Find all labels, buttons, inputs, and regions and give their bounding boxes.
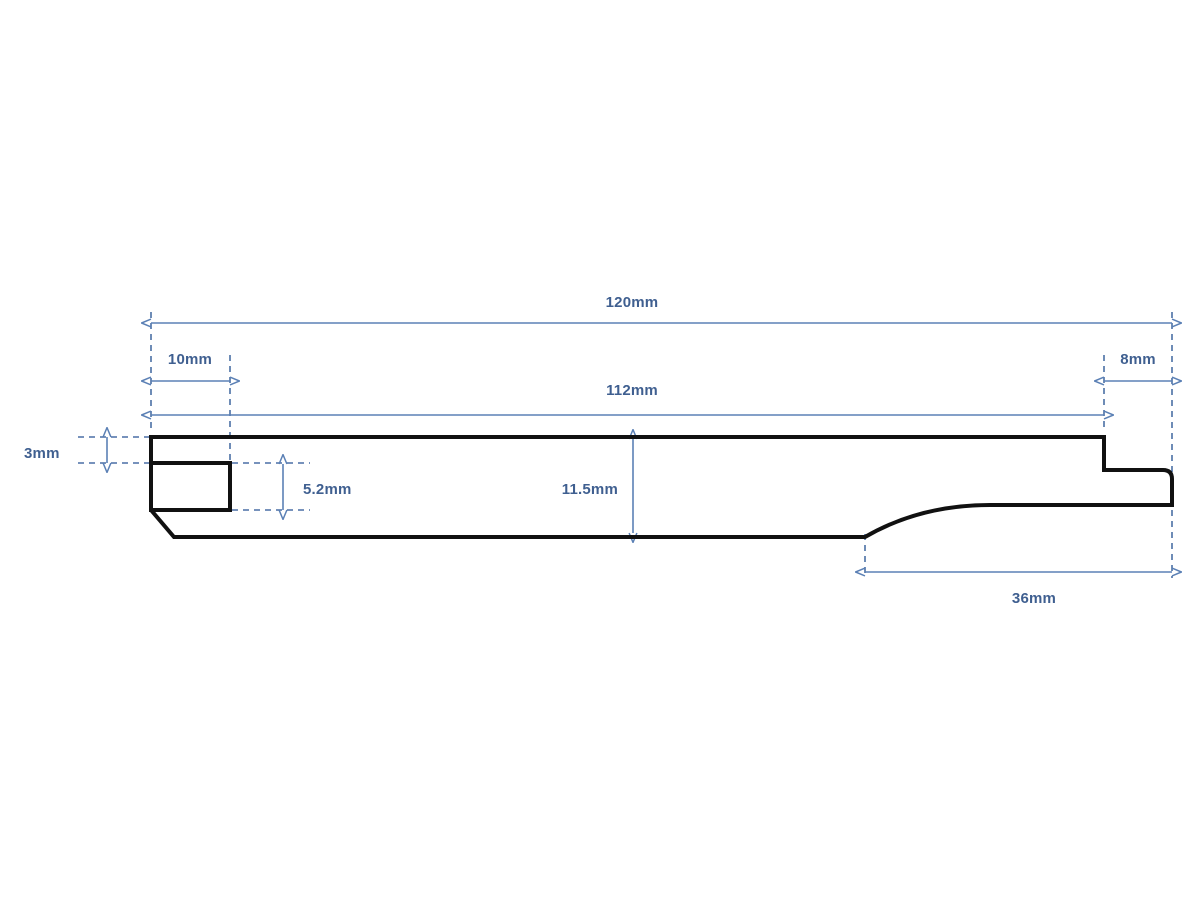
dimension-label-top-lip-thickness: 3mm bbox=[24, 445, 60, 462]
dimension-label-overall-height: 11.5mm bbox=[562, 481, 618, 498]
dimension-label-left-notch-length: 10mm bbox=[168, 351, 212, 368]
dimension-label-right-step-length: 8mm bbox=[1120, 351, 1156, 368]
dimension-labels-group: 120mm 10mm 112mm 8mm 3mm 5.2mm 11.5mm 36… bbox=[24, 294, 1156, 607]
dimension-label-body-length: 112mm bbox=[606, 382, 658, 399]
dimension-label-overall-length: 120mm bbox=[606, 294, 659, 311]
dimension-lines-group bbox=[107, 323, 1172, 572]
part-profile-outline bbox=[149, 435, 1174, 539]
dimension-label-taper-length: 36mm bbox=[1012, 590, 1056, 607]
dimension-label-notch-depth: 5.2mm bbox=[303, 481, 352, 498]
